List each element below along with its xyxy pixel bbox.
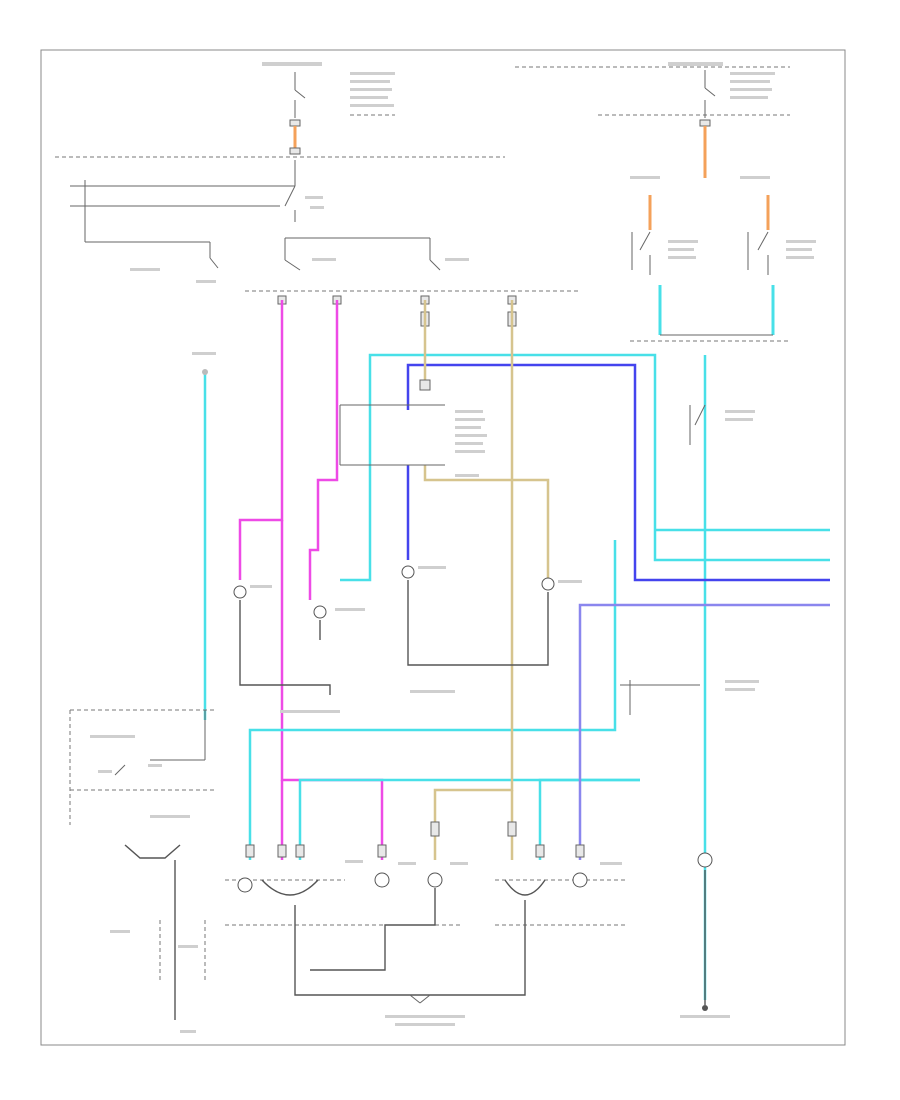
ground-bus-bottom <box>294 990 526 1026</box>
left-headlamp-assembly <box>225 860 468 990</box>
stoplamp-switches <box>630 176 816 336</box>
connector-row-upper <box>277 295 517 327</box>
left-side-lamps <box>233 565 582 713</box>
lamp-control-module <box>339 379 487 477</box>
right-headlamp-assembly <box>495 862 625 990</box>
fuse-top-left <box>262 62 395 155</box>
brake-switch-column <box>620 404 759 1018</box>
headlamp-switch-section <box>70 160 469 283</box>
lower-connectors <box>245 821 585 858</box>
wire-blue <box>406 363 830 582</box>
multifunction-switch-box <box>69 709 215 1020</box>
wire-lavender <box>578 603 830 860</box>
left-column-ground <box>180 352 216 1033</box>
fuse-top-right <box>668 62 775 178</box>
diagram-border <box>40 49 846 1046</box>
wire-tan <box>423 300 550 860</box>
wire-cyan <box>203 353 830 1000</box>
